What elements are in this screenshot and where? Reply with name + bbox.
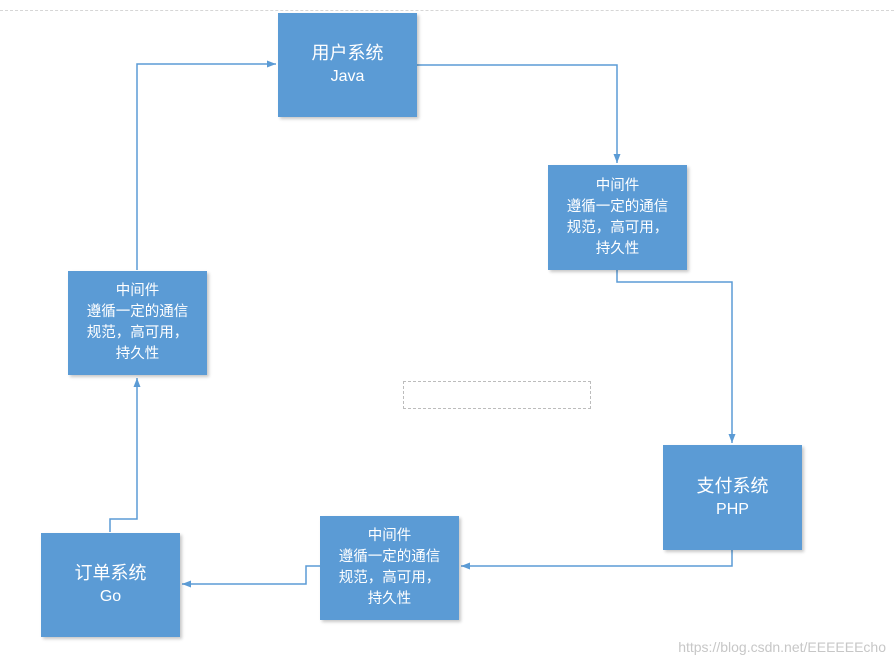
middleware-left-line2: 遵循一定的通信	[86, 304, 189, 320]
pay-system-title: 支付系统	[696, 475, 769, 497]
middleware-left-box: 中间件 遵循一定的通信 规范，高可用， 持久性	[68, 271, 207, 375]
connector-user-to-middleware-right	[417, 64, 621, 163]
middleware-bottom-line4: 持久性	[367, 591, 412, 607]
pay-system-language: PHP	[716, 500, 749, 518]
connector-pay-to-middleware-bottom	[461, 550, 733, 570]
pay-system-box: 支付系统 PHP	[663, 445, 802, 550]
middleware-bottom-line2: 遵循一定的通信	[338, 549, 441, 565]
user-system-title: 用户系统	[311, 43, 384, 64]
middleware-bottom-line1: 中间件	[367, 528, 412, 544]
middleware-right-box: 中间件 遵循一定的通信 规范，高可用， 持久性	[548, 165, 687, 270]
user-system-language: Java	[330, 68, 365, 85]
middleware-left-line1: 中间件	[115, 283, 160, 299]
order-system-title: 订单系统	[74, 563, 147, 584]
middleware-right-line2: 遵循一定的通信	[566, 198, 669, 215]
middleware-right-line4: 持久性	[595, 240, 640, 257]
middleware-right-line1: 中间件	[595, 177, 640, 194]
page-top-rule	[0, 10, 894, 11]
middleware-right-line3: 规范，高可用，	[566, 219, 669, 236]
middleware-left-line4: 持久性	[115, 346, 160, 362]
middleware-bottom-box: 中间件 遵循一定的通信 规范，高可用， 持久性	[320, 516, 459, 620]
connector-middleware-left-to-user	[136, 60, 276, 270]
middleware-bottom-line3: 规范，高可用，	[338, 570, 441, 586]
connector-order-to-middleware-left	[109, 378, 141, 532]
order-system-box: 订单系统 Go	[41, 533, 180, 637]
connector-middleware-right-to-pay	[616, 270, 736, 443]
empty-text-placeholder[interactable]	[403, 381, 591, 409]
order-system-language: Go	[99, 588, 122, 605]
connector-middleware-bottom-to-order	[182, 565, 320, 588]
middleware-left-line3: 规范，高可用，	[86, 325, 189, 341]
watermark-text: https://blog.csdn.net/EEEEEEcho	[678, 639, 886, 655]
user-system-box: 用户系统 Java	[278, 13, 417, 117]
